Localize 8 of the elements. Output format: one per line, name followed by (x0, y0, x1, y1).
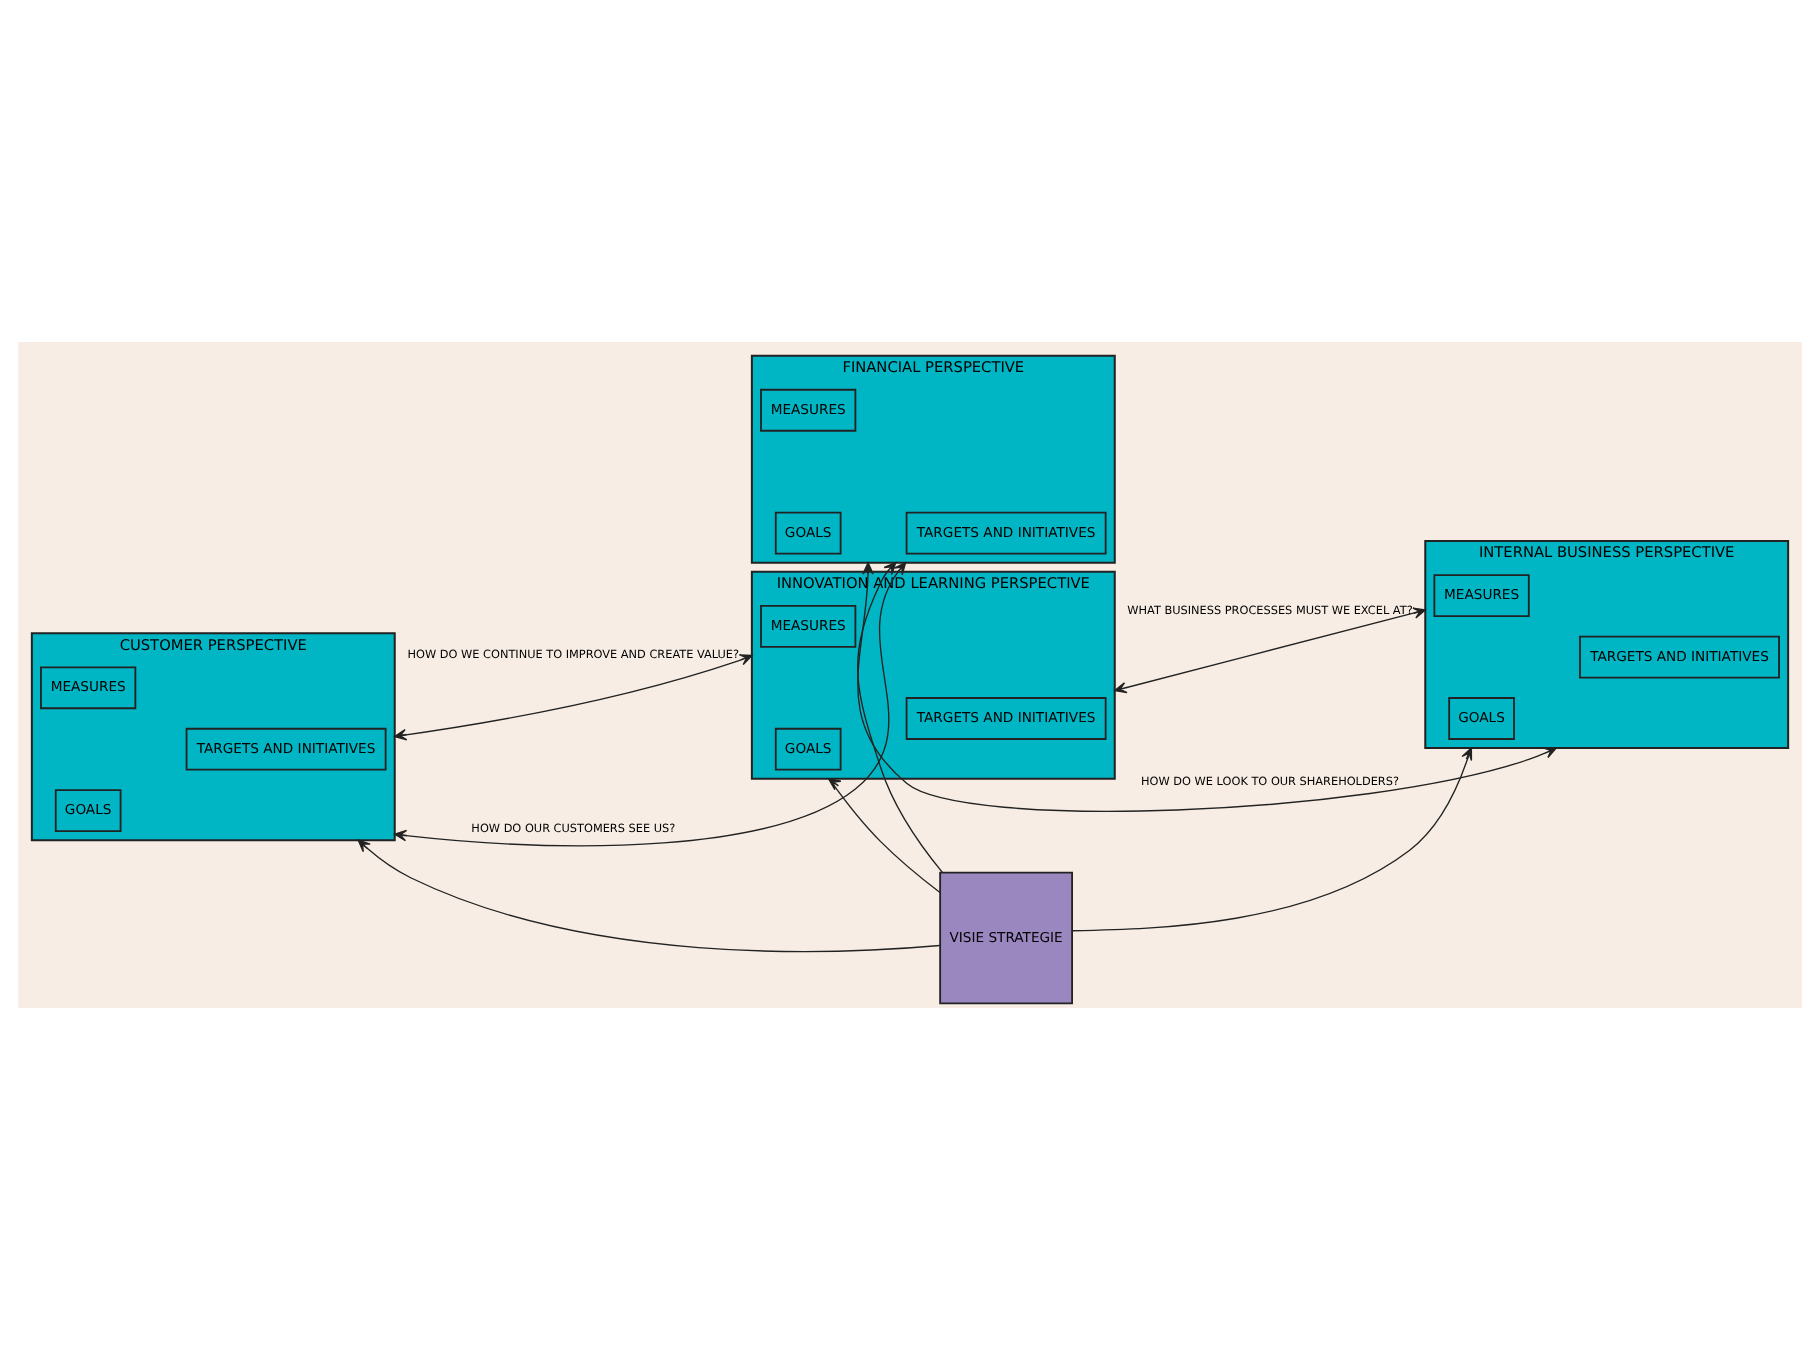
arrow (827, 778, 941, 894)
arrow (857, 562, 944, 874)
arrow (857, 562, 1557, 813)
arrow (394, 562, 907, 847)
arrow (1114, 607, 1426, 694)
arrow (1071, 747, 1473, 932)
arrow (357, 839, 941, 953)
arrow (394, 654, 753, 741)
